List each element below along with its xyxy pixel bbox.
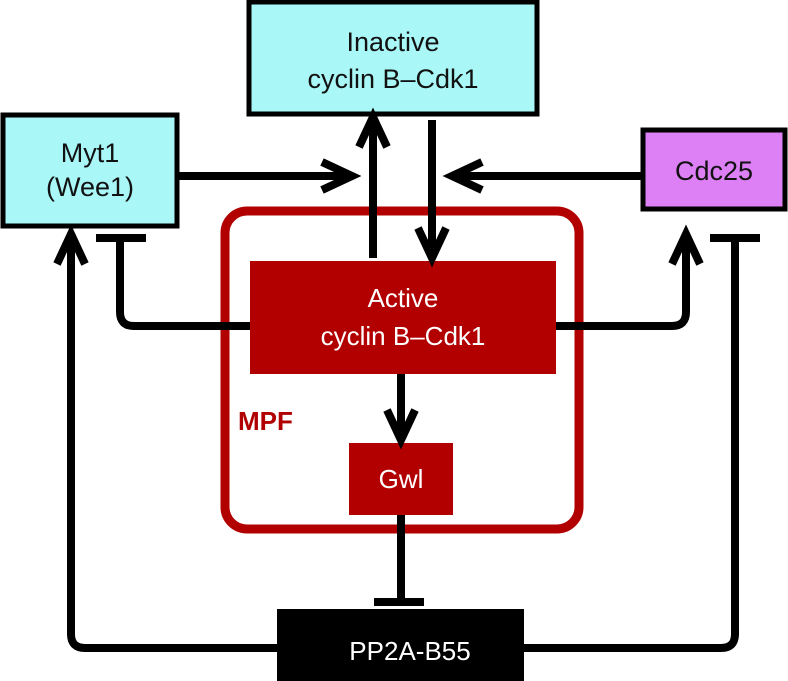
- node-myt1-line1: Myt1: [61, 138, 120, 168]
- node-active-line2: cyclin B–Cdk1: [321, 321, 486, 351]
- mpf-label: MPF: [238, 406, 293, 436]
- node-inactive-line1: Inactive: [346, 27, 439, 57]
- node-active-cyclin-b-cdk1: Active cyclin B–Cdk1: [250, 261, 556, 374]
- edge-gwl-inhibits-pp2a: [374, 515, 424, 606]
- node-cdc25-label: Cdc25: [675, 156, 753, 186]
- node-cdc25: Cdc25: [640, 127, 788, 212]
- edge-active-to-inactive: [355, 107, 391, 258]
- node-pp2a-b55: PP2A-B55: [277, 609, 524, 681]
- edge-cdc25-activation: [442, 158, 643, 194]
- edge-active-to-cdc25: [556, 224, 704, 330]
- edge-inactive-to-active: [414, 120, 450, 268]
- edge-pp2a-to-myt1: [53, 224, 277, 652]
- node-inactive-cyclin-b-cdk1: Inactive cyclin B–Cdk1: [246, 0, 540, 117]
- edge-myt1-activation: [177, 158, 362, 194]
- node-gwl-label: Gwl: [379, 464, 424, 494]
- edge-active-inhibits-myt1: [96, 234, 250, 330]
- node-pp2a-label: PP2A-B55: [349, 636, 470, 666]
- edge-active-to-gwl: [383, 374, 419, 450]
- node-myt1-line2: (Wee1): [46, 172, 134, 202]
- node-active-line1: Active: [368, 283, 439, 313]
- node-inactive-line2: cyclin B–Cdk1: [307, 64, 478, 94]
- edge-pp2a-inhibits-cdc25: [524, 234, 760, 652]
- node-gwl: Gwl: [349, 443, 453, 515]
- node-myt1-wee1: Myt1 (Wee1): [0, 112, 180, 229]
